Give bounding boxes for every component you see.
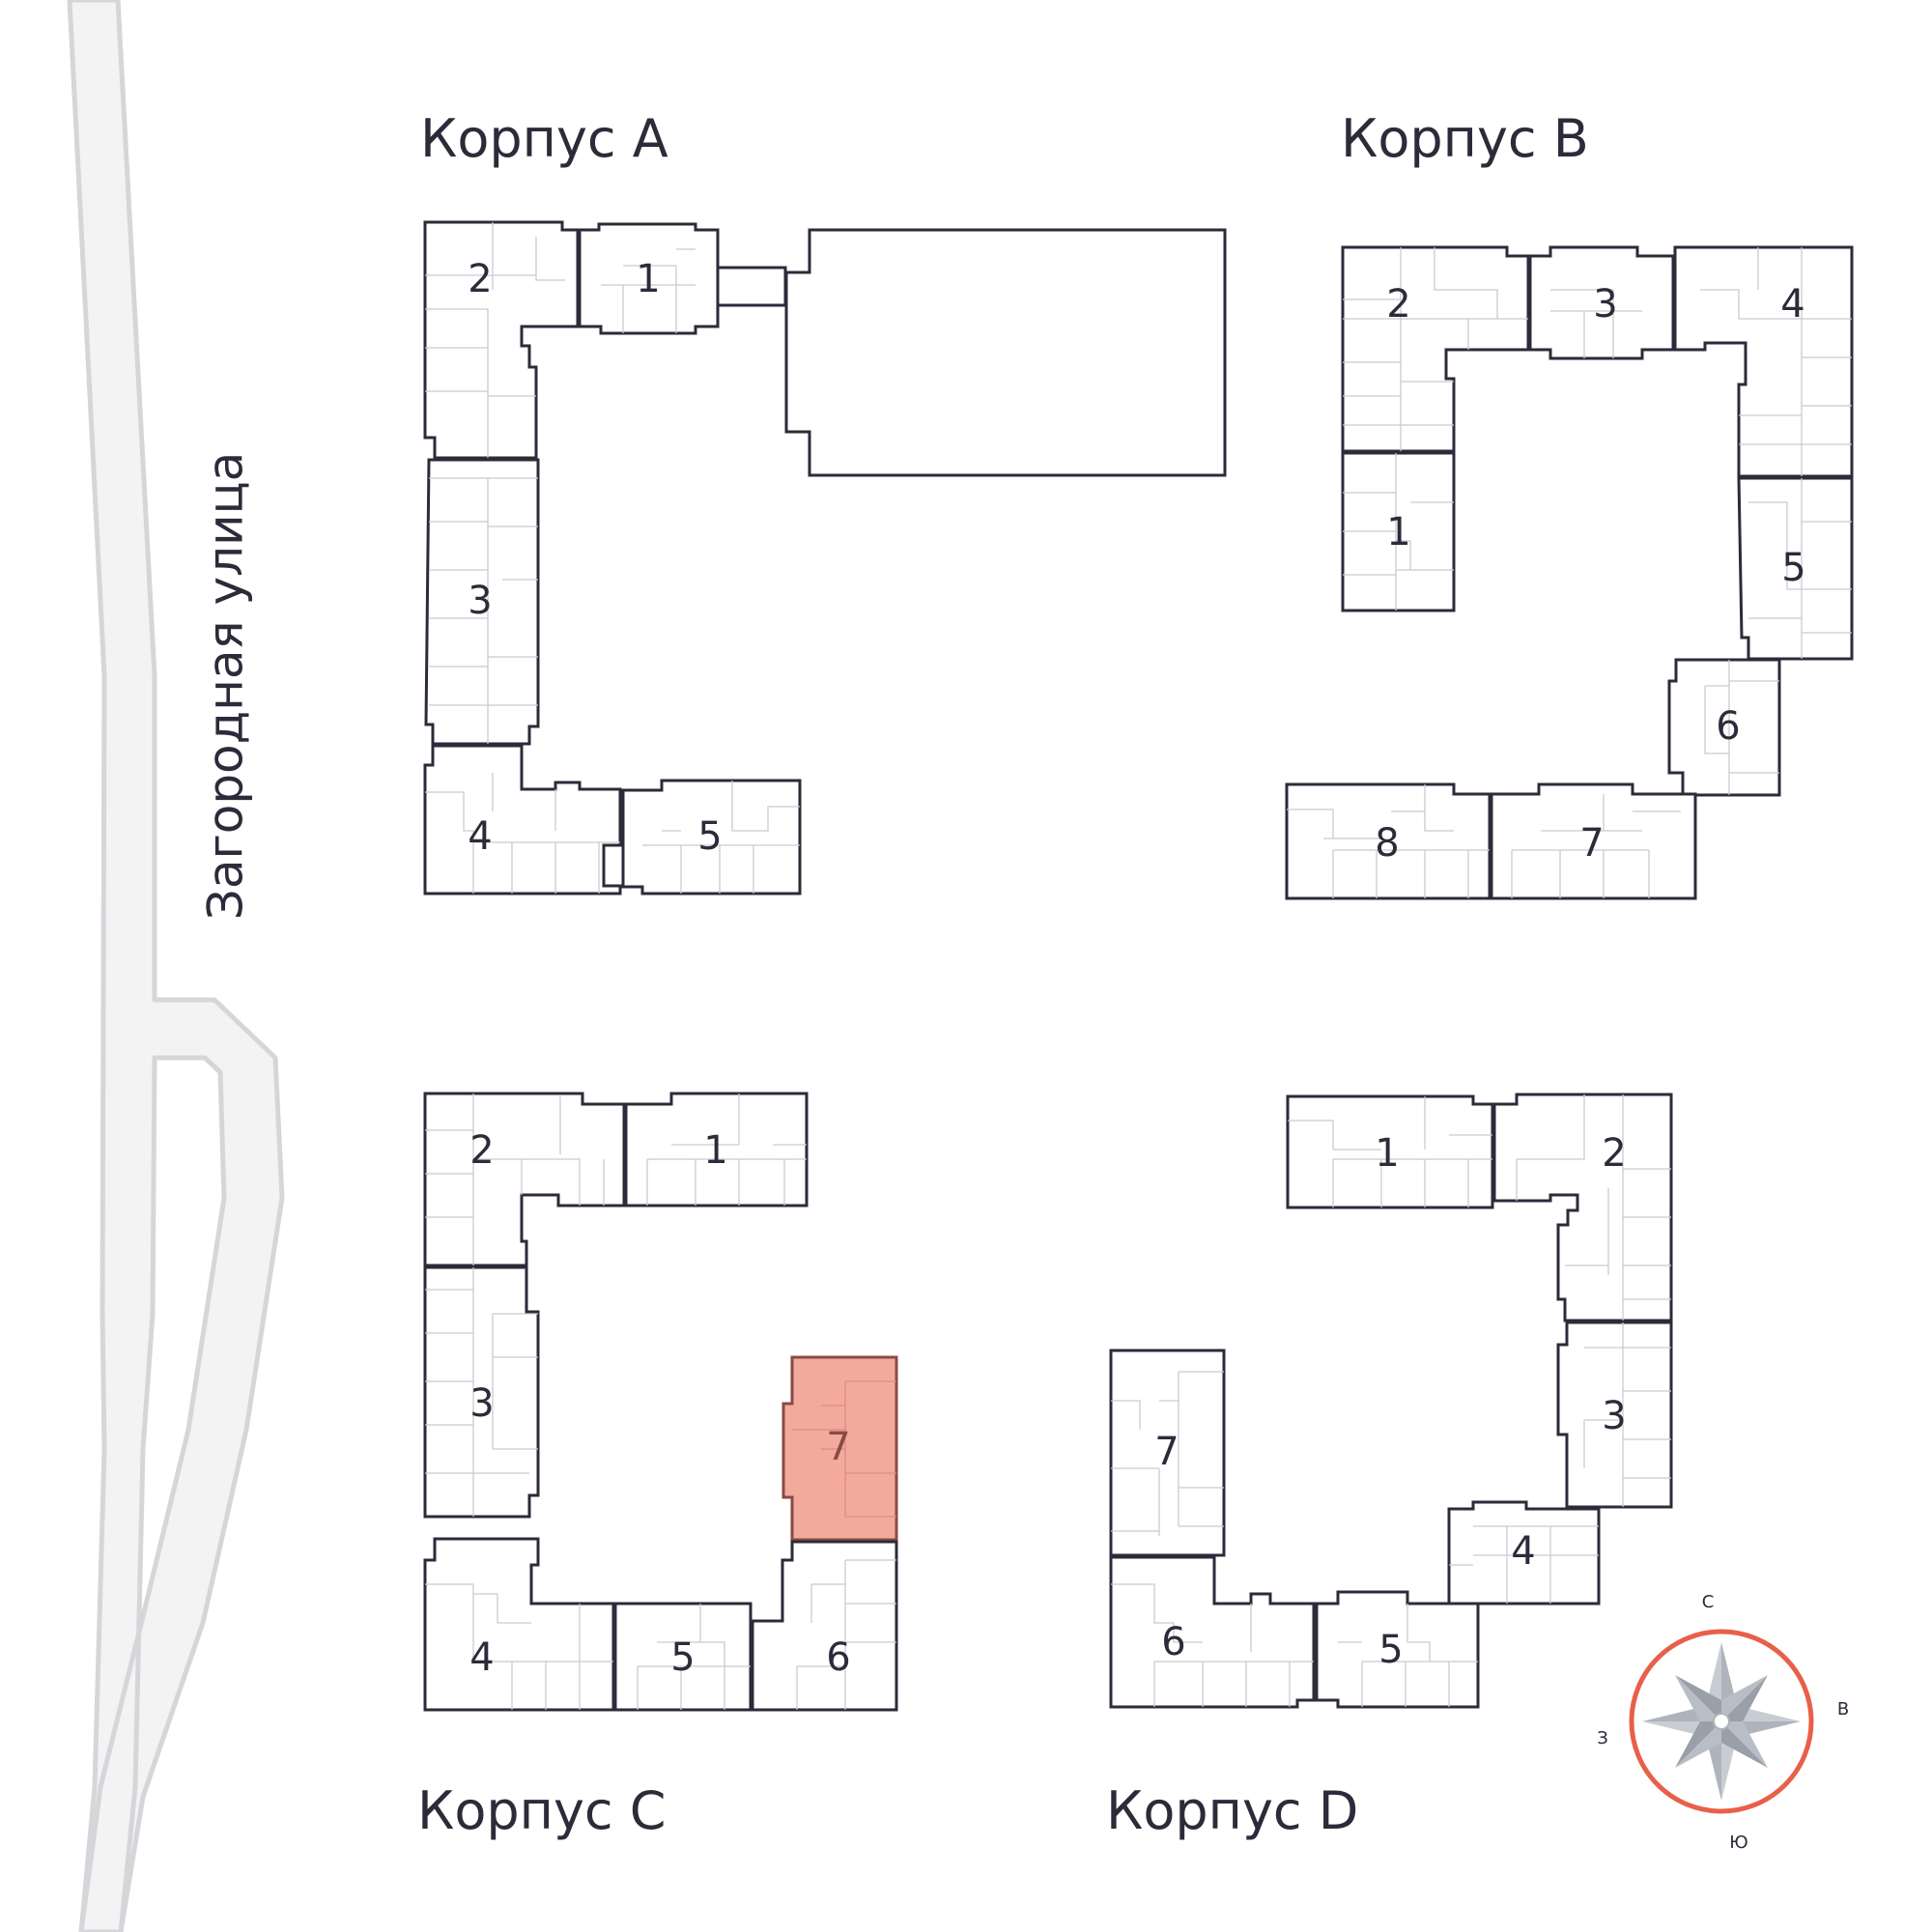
building-c-section-4-label: 4 (469, 1635, 494, 1680)
building-a-title: Корпус A (420, 108, 668, 169)
building-c-section-2[interactable]: 2 (423, 1092, 626, 1267)
building-b-section-8-label: 8 (1375, 821, 1399, 866)
compass-star-icon (1642, 1642, 1801, 1801)
building-c-section-4[interactable]: 4 (423, 1537, 615, 1712)
building-d-title: Корпус D (1106, 1780, 1358, 1841)
building-c-section-1-label: 1 (703, 1128, 727, 1173)
building-a-section-5-label: 5 (697, 814, 722, 859)
compass-south-label: Ю (1729, 1833, 1747, 1853)
building-d-section-7-label: 7 (1154, 1430, 1179, 1474)
building-c-title: Корпус C (417, 1780, 666, 1841)
building-b-section-3-label: 3 (1593, 282, 1617, 327)
building-c-section-1[interactable]: 1 (624, 1092, 809, 1208)
building-b-section-6-label: 6 (1716, 704, 1740, 749)
building-c-section-5-label: 5 (670, 1635, 695, 1680)
building-d-section-2-label: 2 (1602, 1131, 1626, 1176)
building-c-section-7[interactable]: 7 (781, 1355, 898, 1542)
building-d-section-1[interactable]: 1 (1286, 1094, 1494, 1209)
compass-north-label: С (1702, 1592, 1715, 1612)
building-c-section-3-label: 3 (469, 1381, 494, 1426)
building-b-section-7[interactable]: 7 (1490, 782, 1697, 900)
building-d-section-3-label: 3 (1602, 1394, 1626, 1438)
building-a-section-4-label: 4 (468, 814, 492, 859)
building-c: Корпус C 2 1 3 7 4 5 (417, 1092, 898, 1841)
building-d-section-7[interactable]: 7 (1109, 1349, 1226, 1557)
building-d-section-6[interactable]: 6 (1109, 1555, 1316, 1709)
building-c-section-6[interactable]: 6 (751, 1540, 898, 1712)
building-a-section-2[interactable]: 2 (423, 220, 580, 460)
building-a-section-3[interactable]: 3 (424, 458, 540, 746)
building-d-section-4-label: 4 (1511, 1529, 1535, 1574)
building-b-section-7-label: 7 (1579, 821, 1604, 866)
building-d-section-1-label: 1 (1375, 1131, 1399, 1176)
building-b-section-8[interactable]: 8 (1285, 782, 1492, 900)
building-a-section-2-label: 2 (468, 257, 492, 301)
compass-west-label: З (1597, 1728, 1608, 1748)
building-d: Корпус D 1 2 7 3 4 6 (1106, 1093, 1673, 1841)
building-c-section-5[interactable]: 5 (613, 1602, 753, 1712)
building-b-section-5[interactable]: 5 (1737, 476, 1854, 661)
building-b: Корпус B 2 3 4 1 5 6 (1285, 108, 1854, 900)
compass: С В Ю З (1597, 1592, 1849, 1853)
building-a-section-4[interactable]: 4 (423, 744, 622, 895)
building-c-section-7-label: 7 (826, 1425, 850, 1469)
building-a-section-1[interactable]: 1 (578, 222, 720, 335)
building-a-annex (784, 228, 1227, 477)
building-d-section-5-label: 5 (1378, 1628, 1403, 1672)
building-a-section-5[interactable]: 5 (621, 779, 802, 895)
road (67, 0, 285, 1932)
building-d-section-2[interactable]: 2 (1492, 1093, 1673, 1322)
building-b-section-6[interactable]: 6 (1667, 658, 1781, 797)
building-b-section-2-label: 2 (1386, 282, 1410, 327)
building-b-section-5-label: 5 (1781, 546, 1805, 590)
compass-east-label: В (1837, 1699, 1849, 1719)
building-a-section-1-label: 1 (636, 257, 660, 301)
building-b-title: Корпус B (1341, 108, 1589, 169)
building-c-section-2-label: 2 (469, 1128, 494, 1173)
building-d-section-5[interactable]: 5 (1315, 1590, 1480, 1709)
building-b-section-1[interactable]: 1 (1341, 451, 1456, 612)
building-a: Корпус A 2 1 3 4 5 (420, 108, 1227, 895)
building-d-section-3[interactable]: 3 (1556, 1321, 1673, 1509)
building-a-section-3-label: 3 (468, 579, 492, 623)
building-c-section-3[interactable]: 3 (423, 1265, 540, 1519)
building-a-connector (716, 266, 787, 307)
street-name: Загородная улица (198, 452, 254, 920)
building-b-section-2[interactable]: 2 (1341, 245, 1530, 453)
building-c-section-6-label: 6 (826, 1635, 850, 1680)
building-b-section-1-label: 1 (1386, 510, 1410, 554)
building-b-section-3[interactable]: 3 (1528, 245, 1675, 360)
building-b-section-4[interactable]: 4 (1673, 245, 1854, 478)
building-d-section-4[interactable]: 4 (1447, 1500, 1601, 1605)
building-d-section-6-label: 6 (1161, 1620, 1185, 1664)
building-b-section-4-label: 4 (1780, 282, 1804, 327)
